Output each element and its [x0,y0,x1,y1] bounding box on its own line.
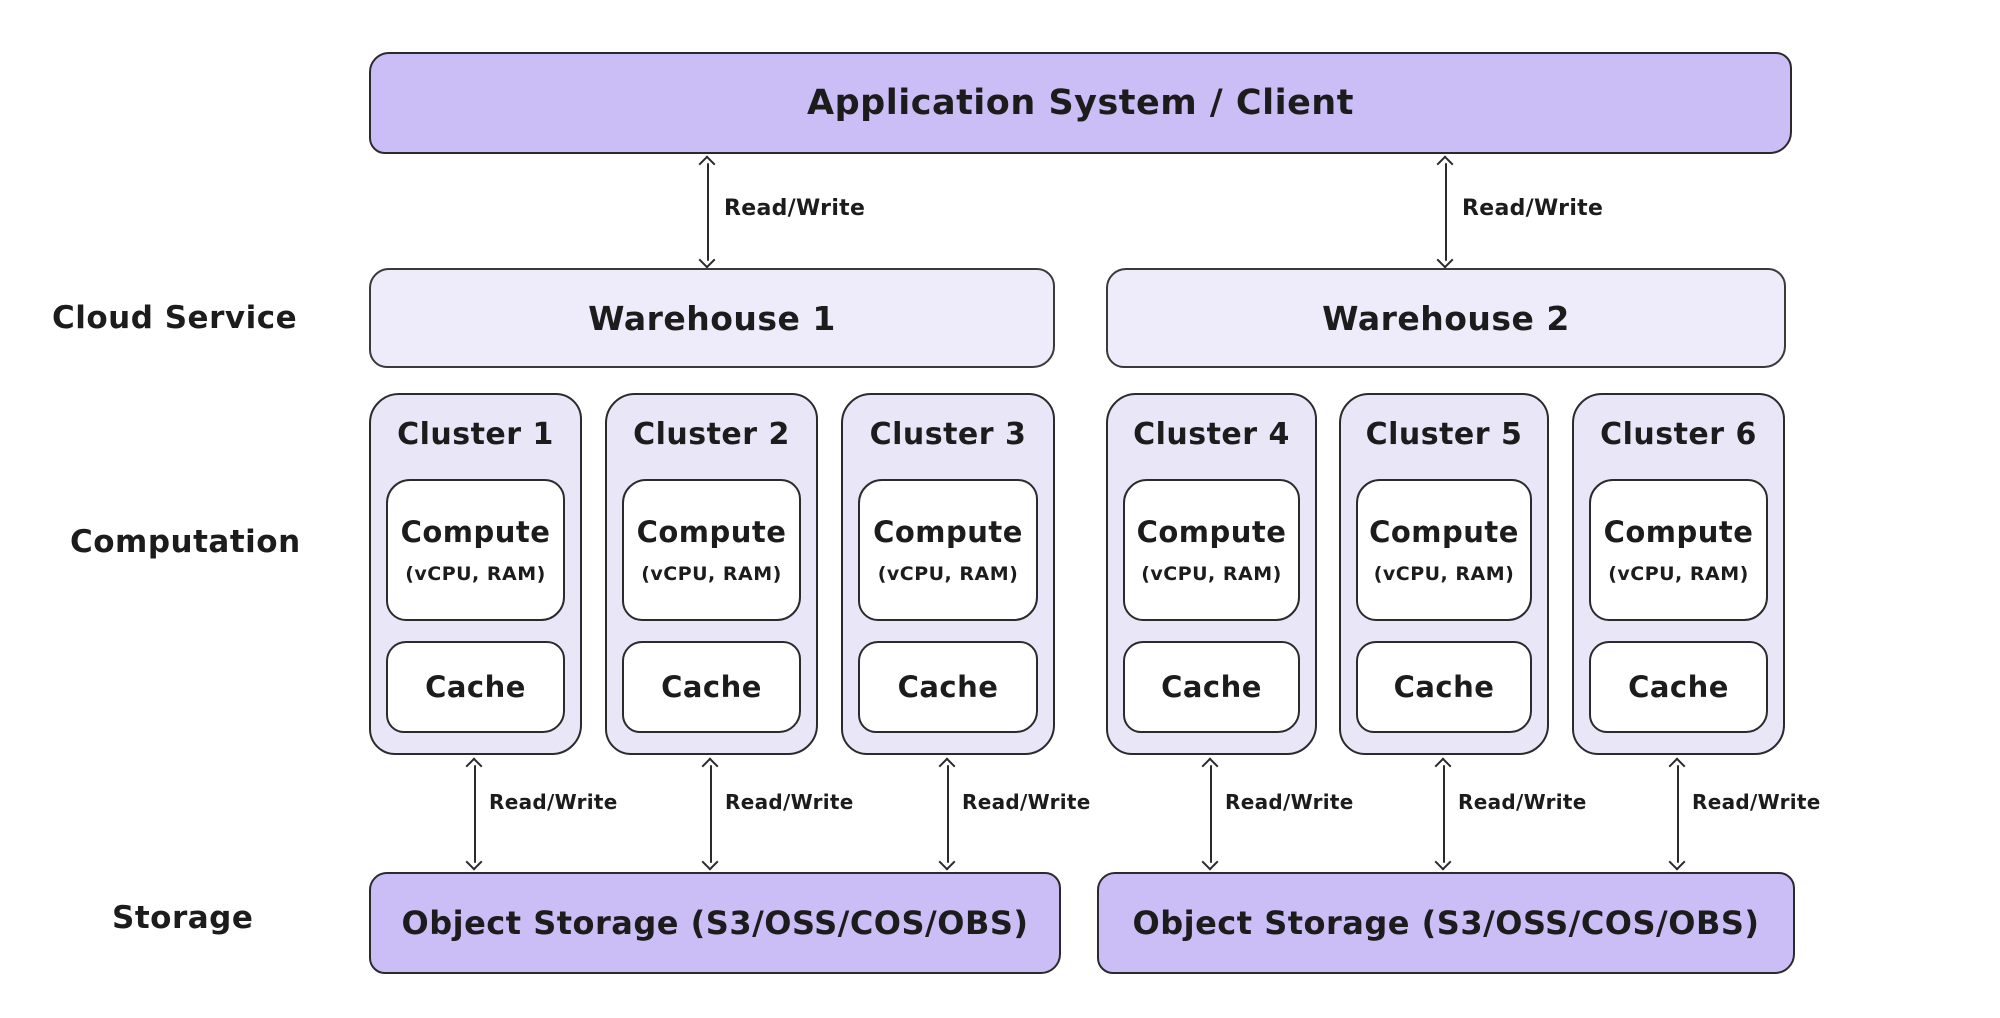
cluster-3-title: Cluster 3 [869,417,1027,452]
cache-label: Cache [425,670,526,704]
cluster-6-title: Cluster 6 [1600,417,1757,452]
cluster-6-box: Cluster 6 Compute (vCPU, RAM) Cache [1572,393,1785,755]
cache-box: Cache [622,641,801,733]
cluster-3-box: Cluster 3 Compute (vCPU, RAM) Cache [841,393,1055,755]
cache-label: Cache [1628,670,1729,704]
application-client-box: Application System / Client [369,52,1792,154]
object-storage-1-label: Object Storage (S3/OSS/COS/OBS) [401,904,1029,942]
compute-box: Compute (vCPU, RAM) [622,479,801,621]
compute-spec-label: (vCPU, RAM) [1141,563,1282,585]
compute-box: Compute (vCPU, RAM) [1356,479,1532,621]
compute-spec-label: (vCPU, RAM) [641,563,782,585]
compute-spec-label: (vCPU, RAM) [405,563,546,585]
compute-label: Compute [1603,515,1754,549]
compute-label: Compute [400,515,551,549]
compute-label: Compute [1136,515,1287,549]
read-write-label: Read/Write [725,790,854,814]
object-storage-2-label: Object Storage (S3/OSS/COS/OBS) [1132,904,1760,942]
application-client-label: Application System / Client [807,83,1354,123]
read-write-label: Read/Write [489,790,618,814]
cache-box: Cache [858,641,1038,733]
cluster-4-title: Cluster 4 [1133,417,1290,452]
read-write-label: Read/Write [1462,196,1604,221]
compute-box: Compute (vCPU, RAM) [386,479,565,621]
warehouse-2-box: Warehouse 2 [1106,268,1786,368]
cache-label: Cache [1161,670,1262,704]
read-write-label: Read/Write [962,790,1091,814]
read-write-label: Read/Write [724,196,866,221]
compute-spec-label: (vCPU, RAM) [1608,563,1749,585]
warehouse-2-label: Warehouse 2 [1322,298,1570,338]
cluster-2-box: Cluster 2 Compute (vCPU, RAM) Cache [605,393,818,755]
cluster-2-title: Cluster 2 [633,417,790,452]
cluster-4-box: Cluster 4 Compute (vCPU, RAM) Cache [1106,393,1317,755]
read-write-label: Read/Write [1225,790,1354,814]
compute-label: Compute [873,515,1023,549]
read-write-label: Read/Write [1692,790,1821,814]
object-storage-1-box: Object Storage (S3/OSS/COS/OBS) [369,872,1061,974]
compute-box: Compute (vCPU, RAM) [1589,479,1768,621]
cache-box: Cache [1589,641,1768,733]
cluster-5-title: Cluster 5 [1365,417,1523,452]
cache-label: Cache [661,670,762,704]
row-label-storage: Storage [112,900,254,936]
cache-label: Cache [897,670,999,704]
cluster-1-title: Cluster 1 [397,417,554,452]
cache-label: Cache [1393,670,1495,704]
cache-box: Cache [1356,641,1532,733]
read-write-label: Read/Write [1458,790,1587,814]
object-storage-2-box: Object Storage (S3/OSS/COS/OBS) [1097,872,1795,974]
compute-box: Compute (vCPU, RAM) [858,479,1038,621]
compute-spec-label: (vCPU, RAM) [1373,563,1515,585]
compute-label: Compute [1369,515,1519,549]
row-label-computation: Computation [70,524,301,560]
compute-spec-label: (vCPU, RAM) [877,563,1019,585]
row-label-cloud-service: Cloud Service [52,300,298,336]
cluster-1-box: Cluster 1 Compute (vCPU, RAM) Cache [369,393,582,755]
cluster-5-box: Cluster 5 Compute (vCPU, RAM) Cache [1339,393,1549,755]
cache-box: Cache [1123,641,1300,733]
compute-label: Compute [636,515,787,549]
compute-box: Compute (vCPU, RAM) [1123,479,1300,621]
cache-box: Cache [386,641,565,733]
warehouse-1-box: Warehouse 1 [369,268,1055,368]
warehouse-1-label: Warehouse 1 [588,298,836,338]
